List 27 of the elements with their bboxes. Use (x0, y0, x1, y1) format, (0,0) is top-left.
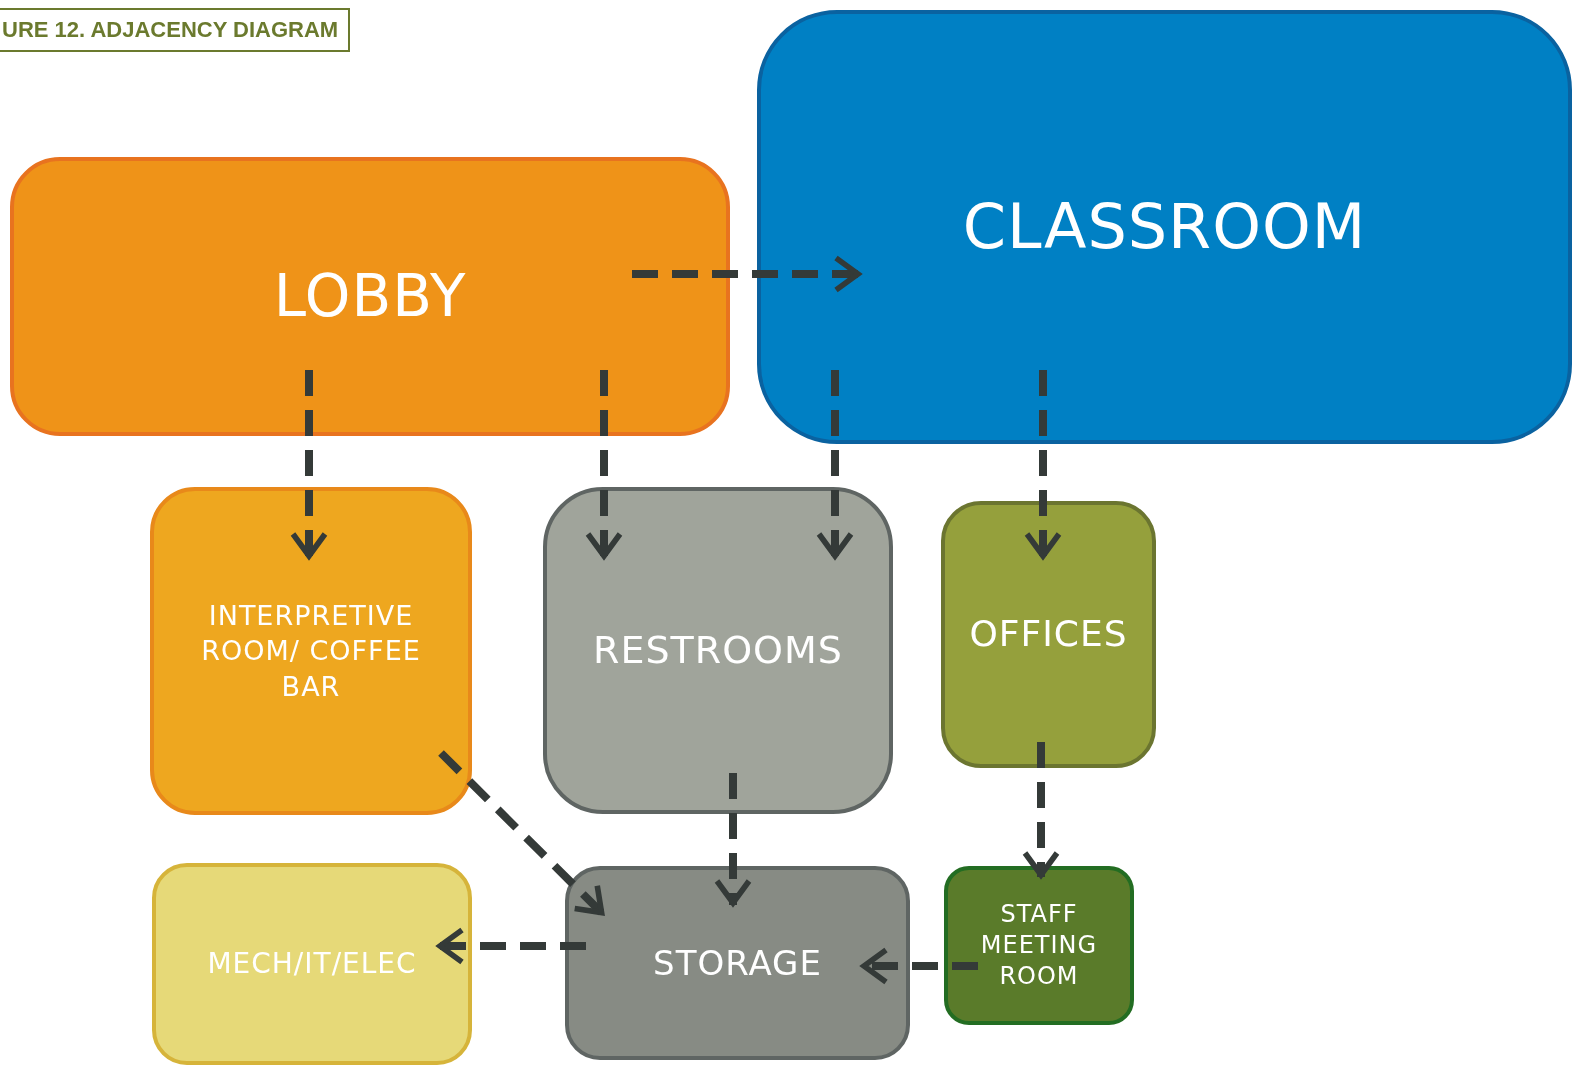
dashed-arrow (438, 750, 606, 917)
dashed-arrow (437, 927, 586, 965)
room-label: OFFICES (969, 612, 1128, 657)
room-label: CLASSROOM (962, 188, 1367, 265)
room-label: INTERPRETIVE ROOM/ COFFEE BAR (200, 599, 422, 704)
room-label: STORAGE (653, 941, 822, 985)
room-box (757, 10, 1572, 444)
room-box (543, 487, 893, 814)
figure-title: URE 12. ADJACENCY DIAGRAM (2, 17, 339, 43)
room-box (944, 866, 1134, 1025)
dashed-arrow (632, 255, 861, 293)
dashed-arrow (861, 947, 978, 985)
dashed-arrow (816, 370, 854, 559)
room-label: MECH/IT/ELEC (207, 945, 417, 982)
room-label: RESTROOMS (593, 626, 843, 674)
dashed-arrow (1024, 370, 1062, 559)
dashed-arrow (585, 370, 623, 559)
room-label: LOBBY (273, 260, 467, 332)
room-box (565, 866, 910, 1060)
room-box (150, 487, 472, 815)
room-box (152, 863, 472, 1065)
dashed-arrow (290, 370, 328, 559)
room-label: STAFF MEETING ROOM (979, 898, 1099, 993)
dashed-arrow (714, 773, 752, 906)
room-box (941, 501, 1156, 768)
dashed-arrow (1022, 742, 1060, 878)
room-box (10, 157, 730, 436)
